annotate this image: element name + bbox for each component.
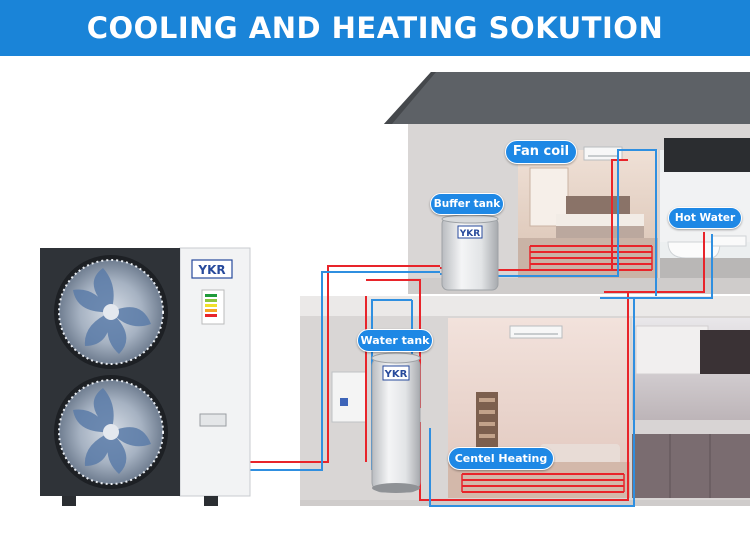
buffer-tank: YKR (441, 214, 499, 291)
page-title: COOLING AND HEATING SOKUTION (86, 11, 664, 45)
label-buffer-tank: Buffer tank (430, 193, 504, 215)
kitchen-hood (700, 330, 750, 374)
kitchen-cabinet-top (635, 325, 709, 375)
bathroom-mirror (664, 138, 750, 172)
wall-boiler (331, 371, 367, 423)
water-tank-logo: YKR (384, 369, 408, 380)
lower-floor-base (300, 500, 750, 506)
bedroom-bed-blanket (556, 226, 644, 238)
lower-floor-heating-coil (461, 473, 625, 493)
water-tank: YKR (371, 352, 421, 493)
fan-coil-upper (583, 146, 623, 161)
heat-pump-unit: YKR (40, 247, 251, 506)
living-sofa (540, 444, 620, 466)
roof-front (384, 72, 436, 124)
kitchen-base (632, 434, 750, 498)
label-water-tank: Water tank (357, 329, 433, 352)
buffer-tank-logo: YKR (459, 229, 480, 239)
kitchen-counter (632, 420, 750, 434)
label-centel-heating: Centel Heating (448, 447, 554, 470)
fan-coil-lower (509, 325, 563, 339)
bedroom-headboard (566, 196, 630, 216)
cold-pipes (250, 149, 713, 507)
hot-pipes (250, 159, 705, 501)
heat-pump-logo: YKR (197, 263, 225, 277)
bathroom-sink (711, 235, 747, 247)
label-fan-coil: Fan coil (505, 140, 577, 164)
title-banner: COOLING AND HEATING SOKUTION (0, 0, 750, 56)
label-hot-water: Hot Water (668, 207, 742, 229)
roof (384, 72, 750, 124)
upper-floor-heating-coil (529, 245, 653, 271)
